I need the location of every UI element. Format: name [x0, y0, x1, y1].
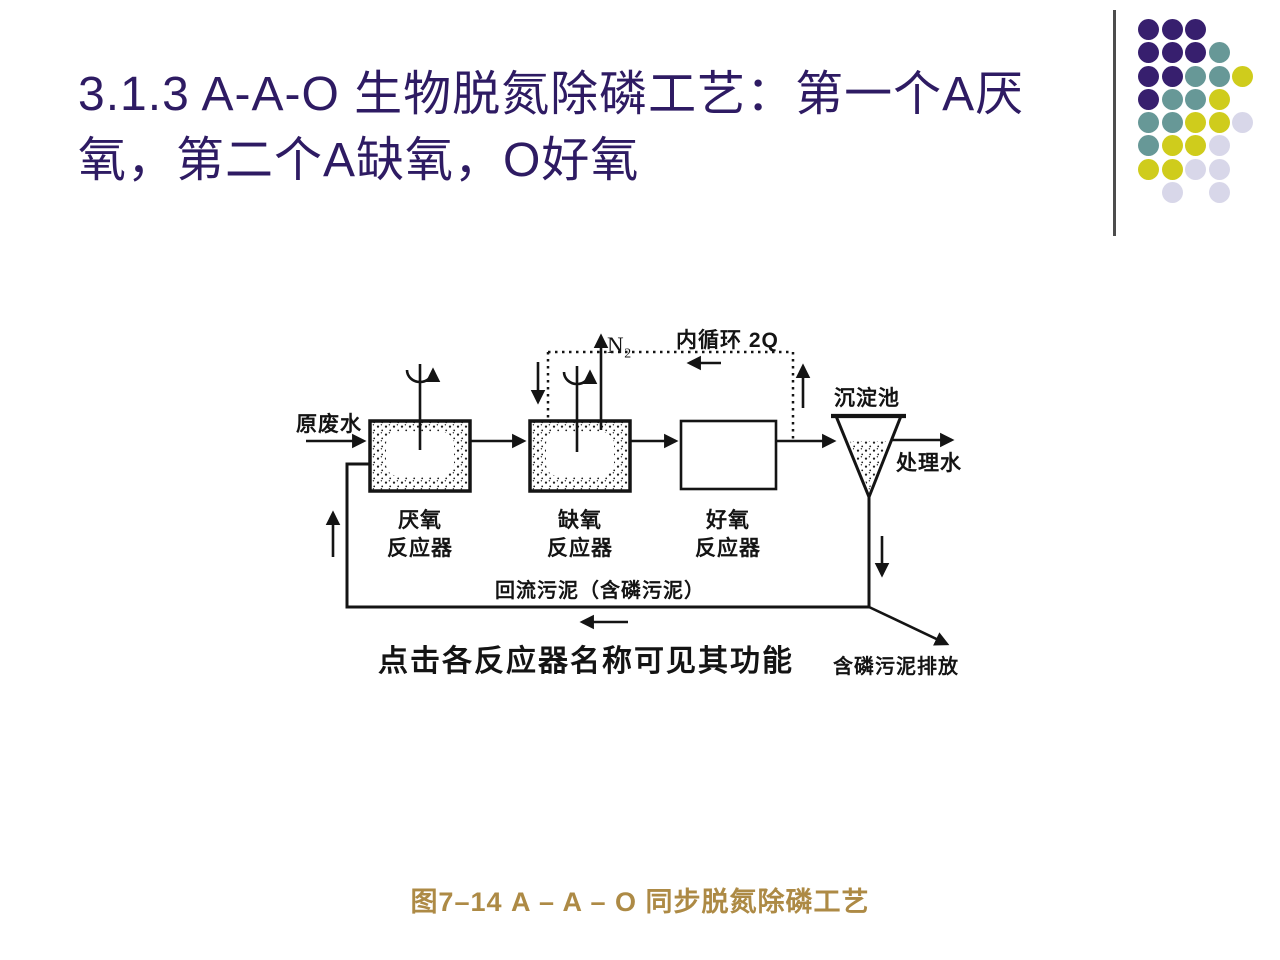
deco-dot — [1185, 65, 1206, 87]
deco-dot-cell — [1161, 65, 1185, 88]
deco-dot — [1185, 19, 1206, 40]
deco-dot-cell — [1137, 111, 1161, 134]
deco-dot — [1208, 135, 1230, 157]
deco-dot-cell — [1137, 158, 1161, 181]
deco-dot-cell — [1208, 41, 1232, 64]
svg-text:好氧: 好氧 — [705, 508, 750, 532]
sludge-discharge-label: 含磷污泥排放 — [833, 654, 959, 678]
deco-dot-cell — [1184, 134, 1208, 157]
deco-dot — [1208, 182, 1230, 204]
deco-dot — [1185, 42, 1206, 64]
deco-dot-cell — [1184, 111, 1208, 134]
deco-dot-cell — [1161, 18, 1185, 41]
deco-dot — [1161, 182, 1183, 204]
click-hint-text: 点击各反应器名称可见其功能 — [378, 644, 794, 678]
deco-dot-cell — [1161, 181, 1185, 204]
slide-title: 3.1.3 A-A-O 生物脱氮除磷工艺：第一个A厌 氧，第二个A缺氧，O好氧 — [78, 62, 1108, 194]
deco-dot-cell — [1208, 88, 1232, 111]
deco-dot — [1138, 65, 1159, 87]
deco-dot-cell — [1161, 41, 1185, 64]
deco-dot — [1161, 65, 1183, 87]
deco-dot — [1138, 158, 1159, 180]
deco-dot-cell — [1231, 65, 1255, 88]
deco-dot-cell — [1184, 65, 1208, 88]
deco-dot-cell — [1161, 111, 1185, 134]
deco-dot-cell — [1137, 88, 1161, 111]
deco-dot-cell — [1184, 18, 1208, 41]
anoxic-reactor-label[interactable]: 缺氧 反应器 — [547, 508, 613, 560]
mixer-icon — [562, 366, 598, 452]
deco-dot-cell — [1208, 65, 1232, 88]
deco-dot — [1138, 88, 1159, 110]
deco-dot — [1208, 42, 1230, 64]
influent-label: 原废水 — [296, 412, 362, 436]
sludge-discharge-arrow — [868, 605, 950, 646]
deco-dot — [1138, 135, 1159, 157]
deco-dot — [1161, 135, 1183, 157]
anoxic-reactor-box — [528, 419, 632, 493]
internal-recycle-dotted-pipe — [546, 350, 795, 439]
divider-line — [1113, 10, 1116, 236]
slide-title-line1: 3.1.3 A-A-O 生物脱氮除磷工艺：第一个A厌 — [78, 68, 1025, 121]
return-sludge-pipe — [345, 462, 871, 609]
deco-dot-cell — [1161, 88, 1185, 111]
aerobic-reactor-box — [679, 419, 778, 491]
deco-dot-cell — [1208, 181, 1232, 204]
decorative-dot-grid — [1137, 18, 1255, 204]
svg-text:缺氧: 缺氧 — [558, 508, 602, 532]
svg-text:厌氧: 厌氧 — [398, 508, 442, 532]
deco-dot — [1185, 88, 1206, 110]
svg-text:反应器: 反应器 — [695, 536, 761, 560]
deco-dot — [1232, 65, 1253, 87]
deco-dot-cell — [1208, 134, 1232, 157]
deco-dot — [1138, 42, 1159, 64]
deco-dot-cell — [1137, 65, 1161, 88]
svg-text:反应器: 反应器 — [387, 536, 453, 560]
deco-dot — [1208, 158, 1230, 180]
clarifier-label: 沉淀池 — [834, 386, 900, 410]
n2-label: N₂ — [607, 333, 632, 358]
clarifier-funnel — [831, 413, 906, 502]
deco-dot — [1161, 158, 1183, 180]
internal-recycle-label: 内循环 2Q — [676, 328, 779, 352]
deco-dot-cell — [1184, 158, 1208, 181]
deco-dot-cell — [1161, 158, 1185, 181]
deco-dot — [1138, 19, 1159, 40]
aerobic-reactor-label[interactable]: 好氧 反应器 — [695, 508, 761, 560]
deco-dot — [1232, 112, 1253, 134]
deco-dot — [1185, 158, 1206, 180]
mixer-icon — [405, 364, 441, 450]
deco-dot — [1161, 42, 1183, 64]
deco-dot — [1161, 112, 1183, 134]
return-sludge-label: 回流污泥（含磷污泥） — [495, 578, 705, 602]
deco-dot-cell — [1137, 134, 1161, 157]
svg-text:反应器: 反应器 — [547, 536, 613, 560]
deco-dot — [1161, 88, 1183, 110]
anaerobic-reactor-label[interactable]: 厌氧 反应器 — [387, 508, 453, 560]
deco-dot-cell — [1208, 111, 1232, 134]
deco-dot-cell — [1231, 111, 1255, 134]
effluent-label: 处理水 — [895, 452, 962, 475]
figure-caption: 图7–14 A – A – O 同步脱氮除磷工艺 — [410, 887, 870, 917]
deco-dot — [1185, 135, 1206, 157]
slide-title-line2: 氧，第二个A缺氧，O好氧 — [78, 134, 640, 187]
deco-dot — [1138, 112, 1159, 134]
deco-dot-cell — [1137, 18, 1161, 41]
deco-dot-cell — [1184, 88, 1208, 111]
deco-dot-cell — [1137, 41, 1161, 64]
deco-dot-cell — [1208, 158, 1232, 181]
deco-dot-cell — [1161, 134, 1185, 157]
deco-dot — [1208, 88, 1230, 110]
deco-dot — [1185, 112, 1206, 134]
deco-dot — [1208, 65, 1230, 87]
deco-dot — [1161, 19, 1183, 40]
deco-dot-cell — [1184, 41, 1208, 64]
deco-dot — [1208, 112, 1230, 134]
